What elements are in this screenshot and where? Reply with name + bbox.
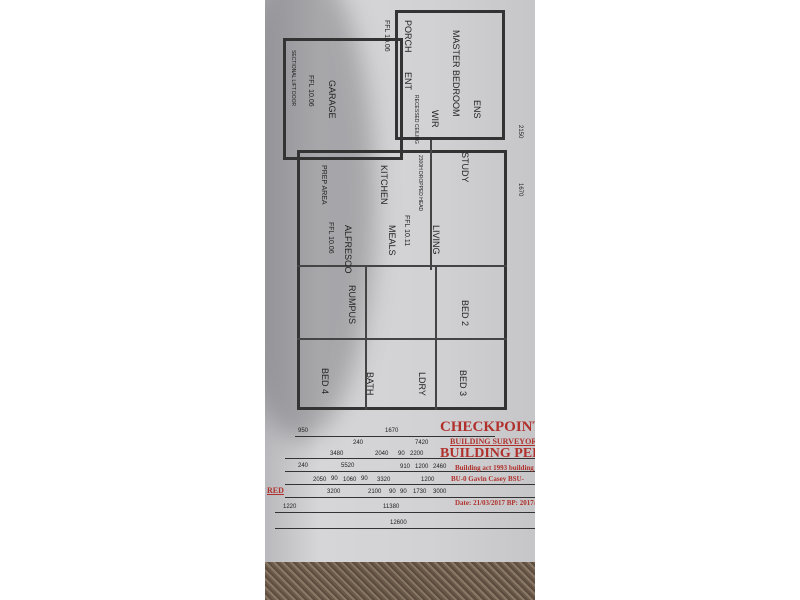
stamp-line1: BUILDING SURVEYORS bbox=[450, 437, 535, 446]
wall bbox=[430, 140, 432, 270]
dim: 2100 bbox=[368, 489, 382, 495]
dim: 1730 bbox=[413, 489, 427, 495]
dim: 3480 bbox=[330, 451, 344, 457]
dim: 7420 bbox=[415, 440, 429, 446]
dim-line bbox=[285, 458, 535, 459]
dim: 3200 bbox=[327, 489, 341, 495]
dim: 950 bbox=[298, 428, 309, 434]
room-porch: PORCH bbox=[403, 20, 413, 53]
wall bbox=[297, 338, 507, 340]
dim: 12600 bbox=[390, 520, 407, 526]
stamp-act: Building act 1993 building regulations bbox=[455, 464, 535, 472]
level-living: FFL 10.11 bbox=[403, 215, 410, 247]
stamp-company: CHECKPOINT bbox=[440, 419, 535, 435]
room-master: MASTER BEDROOM bbox=[451, 30, 461, 117]
dim: 910 bbox=[400, 464, 411, 470]
dim: 5520 bbox=[341, 463, 355, 469]
dim: 3320 bbox=[377, 477, 391, 483]
room-ens: ENS bbox=[472, 100, 482, 119]
dim-side: 1670 bbox=[517, 183, 523, 197]
dim: 1220 bbox=[283, 504, 297, 510]
dim: 2460 bbox=[433, 464, 447, 470]
dim-line bbox=[285, 471, 535, 472]
level-alfresco: FFL 10.06 bbox=[327, 222, 334, 254]
dim-side: 2150 bbox=[517, 125, 523, 139]
dim: 1200 bbox=[421, 477, 435, 483]
room-wir: WIR bbox=[430, 110, 440, 128]
level-porch: FFL 10.06 bbox=[383, 20, 390, 52]
dim: 3000 bbox=[433, 489, 447, 495]
dim: 1060 bbox=[343, 477, 357, 483]
room-kitchen: KITCHEN bbox=[379, 165, 389, 205]
floor-plan-sheet: GARAGE FFL 10.06 PORCH FFL 10.06 ENT MAS… bbox=[265, 0, 535, 565]
dim: 90 bbox=[400, 489, 407, 495]
room-bed3: BED 3 bbox=[458, 370, 468, 397]
dim: 1200 bbox=[415, 464, 429, 470]
dim: 90 bbox=[361, 476, 368, 482]
dim: 11380 bbox=[383, 504, 400, 510]
room-alfresco: ALFRESCO bbox=[343, 225, 353, 274]
master-walls bbox=[395, 10, 505, 140]
dim: 240 bbox=[353, 440, 364, 446]
room-meals: MEALS bbox=[387, 225, 397, 256]
carpet-background bbox=[265, 562, 535, 600]
note-sectional-door: SECTIONAL LIFT DOOR bbox=[290, 50, 296, 107]
level-garage: FFL 10.06 bbox=[307, 75, 314, 107]
dim-line bbox=[285, 484, 535, 485]
room-study: STUDY bbox=[460, 152, 470, 183]
dim: 240 bbox=[298, 463, 309, 469]
dim: 90 bbox=[389, 489, 396, 495]
wall bbox=[365, 265, 367, 410]
dim: 2040 bbox=[375, 451, 389, 457]
room-bath: BATH bbox=[365, 372, 375, 396]
dim-line bbox=[275, 528, 535, 529]
main-walls bbox=[297, 150, 507, 410]
garage-walls bbox=[283, 38, 403, 160]
dim: 2050 bbox=[313, 477, 327, 483]
dim: 90 bbox=[331, 476, 338, 482]
wall bbox=[297, 265, 507, 267]
dim: 2200 bbox=[410, 451, 424, 457]
dim: 1670 bbox=[385, 428, 399, 434]
stamp-title: BUILDING PERMIT bbox=[440, 446, 535, 461]
dim-line bbox=[275, 512, 535, 513]
room-garage: GARAGE bbox=[327, 80, 337, 119]
note-recessed: RECESSED CEILING bbox=[413, 95, 419, 144]
room-rumpus: RUMPUS bbox=[347, 285, 357, 325]
room-living: LIVING bbox=[431, 225, 441, 255]
room-bed4: BED 4 bbox=[320, 368, 330, 395]
room-bed2: BED 2 bbox=[460, 300, 470, 327]
dim-line bbox=[285, 497, 535, 498]
stamp-surveyor: BU-0 Gavin Casey BSU- bbox=[451, 475, 524, 483]
stamp-date: Date: 21/03/2017 BP: 2017/0 bbox=[455, 499, 535, 507]
note-dropped-head: 2300H DROPPED HEAD bbox=[417, 155, 423, 212]
dim-line bbox=[295, 436, 495, 437]
stamp-left: RED bbox=[267, 486, 284, 495]
dim: 90 bbox=[398, 451, 405, 457]
room-prep: PREP AREA bbox=[320, 165, 327, 205]
room-ldry: LDRY bbox=[417, 372, 427, 396]
wall bbox=[435, 265, 437, 410]
room-ent: ENT bbox=[403, 72, 413, 90]
